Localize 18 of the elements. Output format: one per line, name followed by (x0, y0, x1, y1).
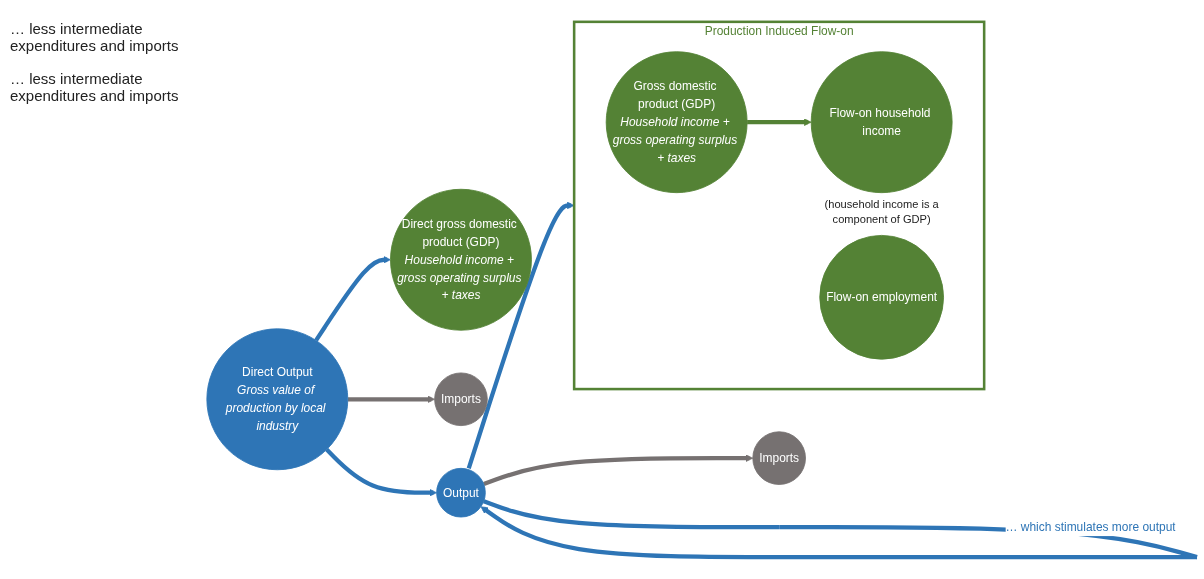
node-circle: Output (436, 467, 486, 518)
node-circle: Flow-on employment (819, 234, 944, 360)
note-text: … less intermediate expenditures and imports (10, 70, 180, 104)
arrow (314, 255, 391, 342)
arrow (466, 201, 575, 469)
arrow (347, 395, 435, 403)
arrow (747, 118, 812, 126)
node-circle: Imports (752, 431, 806, 485)
node-circle: Flow-on household income (810, 51, 953, 194)
node-note: (household income is a component of GDP) (823, 197, 940, 227)
node-circle: Direct gross domestic product (GDP) Household income + gross operating surplus + taxes (390, 188, 532, 331)
arrow (325, 448, 437, 497)
node-circle: Gross domestic product (GDP) Household income + gross operating surplus + taxes (605, 51, 748, 194)
node-circle: Direct Output Gross value of production by local industry (206, 328, 349, 471)
note-text: … less intermediate expenditures and imports (10, 20, 180, 54)
edge-label: … which stimulates more output (1005, 519, 1176, 534)
node-circle: Imports (434, 372, 488, 426)
arrow (483, 454, 754, 487)
